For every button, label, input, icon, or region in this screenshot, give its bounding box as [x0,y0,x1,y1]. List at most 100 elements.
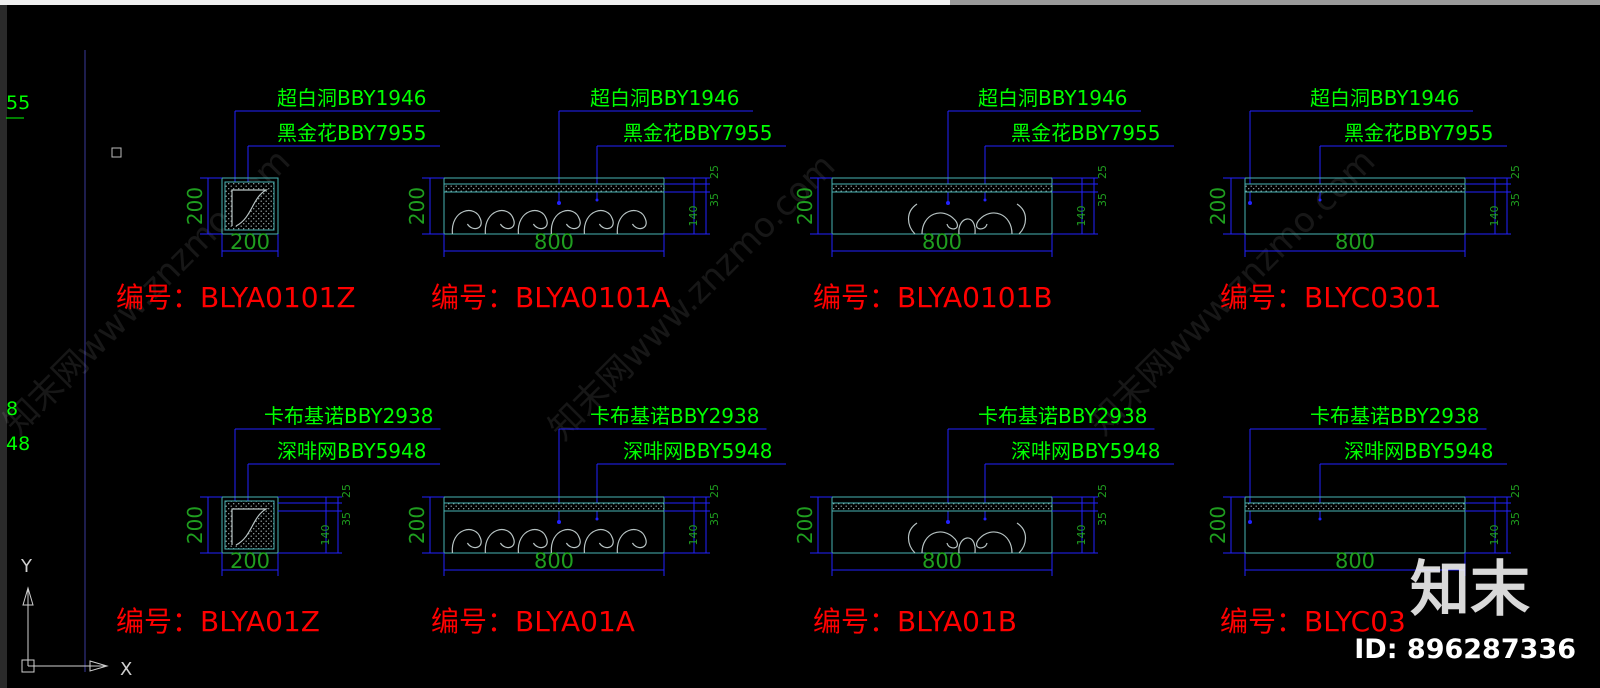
carved-scroll [975,212,1013,235]
width-dimension: 200 [230,230,270,254]
leader-dot [1248,201,1252,205]
leader-dot [595,198,599,202]
height-dimension: 200 [183,506,207,544]
material-label-top: 卡布基诺BBY2938 [978,404,1147,428]
leader-dot [983,517,987,521]
carved-scroll [583,210,614,235]
carved-scroll [921,531,959,554]
hatched-band [1244,502,1466,512]
small-dimension: 25 [1096,165,1109,179]
height-dimension: 200 [1206,187,1230,225]
material-label-top: 超白洞BBY1946 [277,86,426,110]
leader-dot [946,201,950,205]
small-dimension: 140 [1488,206,1501,227]
leader-dot [557,201,561,205]
baluster-detail: 卡布基诺BBY2938深啡网BBY59482008002535140编号：BLY… [1206,404,1522,638]
small-dimension: 35 [708,512,721,526]
small-dimension: 35 [340,512,353,526]
part-code-label: 编号：BLYA0101A [431,281,671,314]
leader-dot [946,520,950,524]
corner-scroll [231,508,269,546]
small-dimension: 25 [708,165,721,179]
material-label-bottom: 黑金花BBY7955 [623,121,772,145]
corner-scroll [231,189,269,227]
baluster-outline [221,177,279,235]
carved-scroll [616,210,647,235]
carved-scroll [958,537,976,554]
margin-dimension-label: 48 [6,433,30,455]
material-label-top: 超白洞BBY1946 [1310,86,1459,110]
small-dimension: 25 [340,484,353,498]
carved-scroll [907,203,918,235]
small-dimension: 35 [1096,512,1109,526]
material-label-top: 超白洞BBY1946 [978,86,1127,110]
baluster-detail: 卡布基诺BBY2938深啡网BBY59482008002535140编号：BLY… [405,404,786,638]
hatched-band [443,183,665,193]
carved-scroll [616,529,647,554]
baluster-detail: 超白洞BBY1946黑金花BBY79552008002535140编号：BLYA… [793,86,1174,314]
material-label-top: 卡布基诺BBY2938 [590,404,759,428]
carved-scroll [550,529,581,554]
carved-scroll [451,529,482,554]
part-code-label: 编号：BLYA01B [813,605,1017,638]
carved-scroll [907,522,918,554]
carved-scroll [517,210,548,235]
carved-scroll [975,531,1013,554]
width-dimension: 800 [534,230,574,254]
ucs-arrow [22,586,34,606]
carved-scroll [1016,522,1027,554]
top-band [1244,496,1466,504]
material-label-top: 卡布基诺BBY2938 [264,404,433,428]
carved-scroll [1016,203,1027,235]
part-code-label: 编号：BLYA01Z [116,605,320,638]
height-dimension: 200 [1206,506,1230,544]
height-dimension: 200 [793,506,817,544]
ucs-origin-box [21,659,35,673]
ucs-y-label: Y [20,556,33,577]
part-code-label: 编号：BLYA0101Z [116,281,356,314]
ucs-arrow [89,660,109,672]
carved-scroll [583,529,614,554]
leader-dot [557,520,561,524]
watermark-logo: 知末 [1410,555,1530,625]
hatched-band [1244,183,1466,193]
small-dimension: 25 [708,484,721,498]
baluster-outline [221,496,279,554]
baluster-detail: 卡布基诺BBY2938深啡网BBY59482008002535140编号：BLY… [793,404,1174,638]
material-label-bottom: 黑金花BBY7955 [1011,121,1160,145]
small-dimension: 35 [1509,512,1522,526]
width-dimension: 800 [1335,549,1375,573]
material-label-bottom: 深啡网BBY5948 [1011,439,1160,463]
baluster-detail: 卡布基诺BBY2938深啡网BBY59482002002535140编号：BLY… [116,404,441,638]
width-dimension: 800 [1335,230,1375,254]
small-dimension: 140 [1075,206,1088,227]
toolbar-strip [0,0,1600,5]
small-dimension: 140 [687,206,700,227]
hatched-band [831,183,1053,193]
small-dimension: 35 [1509,193,1522,207]
top-band [831,496,1053,504]
leader-dot [1318,517,1322,521]
height-dimension: 200 [405,187,429,225]
height-dimension: 200 [405,506,429,544]
width-dimension: 800 [534,549,574,573]
top-band [831,177,1053,185]
ucs-x-label: X [120,659,132,680]
small-dimension: 35 [1096,193,1109,207]
height-dimension: 200 [793,187,817,225]
small-dimension: 25 [1096,484,1109,498]
part-code-label: 编号：BLYC0301 [1220,281,1441,314]
small-dimension: 140 [1488,525,1501,546]
small-dimension: 140 [1075,525,1088,546]
baluster-detail: 超白洞BBY1946黑金花BBY79552008002535140编号：BLYA… [405,86,786,314]
width-dimension: 800 [922,230,962,254]
viewport-left-edge [0,5,7,688]
material-label-bottom: 深啡网BBY5948 [623,439,772,463]
leader-dot [1318,198,1322,202]
cursor-marker [111,147,122,158]
width-dimension: 200 [230,549,270,573]
ucs-icon: YX [20,556,132,680]
